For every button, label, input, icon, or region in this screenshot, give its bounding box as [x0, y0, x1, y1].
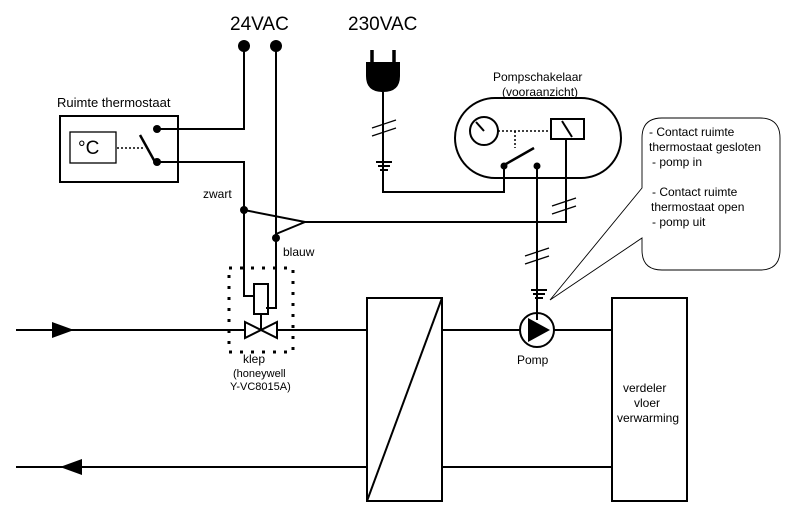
pump-switch-title: Pompschakelaar — [493, 70, 582, 84]
valve-brand: (honeywell — [233, 368, 286, 380]
wire-pump-break-mark-2 — [524, 255, 550, 265]
wire-triangle-connector — [243, 209, 309, 235]
valve-label: klep — [243, 352, 265, 366]
pump-switch-coil — [550, 118, 585, 140]
heat-exchanger-diagonal — [366, 297, 443, 502]
flow-arrow-return — [60, 459, 82, 475]
callout-bubble — [549, 117, 781, 301]
label-zwart: zwart — [203, 187, 232, 201]
valve-icon — [244, 320, 278, 340]
thermostat-display-unit: °C — [78, 138, 99, 159]
wire-24vac-a — [157, 46, 245, 130]
ground-symbol-230 — [376, 161, 392, 171]
wire-break-mark-1 — [551, 197, 577, 207]
distributor-line-3: verwarming — [617, 411, 679, 425]
thermostat-display — [69, 131, 117, 164]
valve-model: Y-VC8015A) — [230, 381, 291, 393]
floor-heating-distributor — [611, 297, 688, 502]
wire-break-mark-2 — [551, 205, 577, 215]
label-230vac: 230VAC — [348, 14, 417, 35]
thermostat-title: Ruimte thermostaat — [57, 95, 171, 110]
plug-pins — [370, 50, 396, 62]
wire-to-pump-switch-coil — [305, 180, 567, 223]
pump-switch-contact-in — [500, 162, 508, 170]
distributor-line-1: verdeler — [623, 381, 666, 395]
pump-switch-actuator-link — [498, 130, 551, 148]
pump-arrow-icon — [528, 318, 550, 342]
callout-line-3: - pomp in — [652, 155, 702, 169]
wire-blauw-to-valve — [266, 238, 277, 309]
callout-line-6: thermostaat open — [651, 200, 744, 214]
callout-line-5: - Contact ruimte — [652, 185, 738, 199]
wire-pump-break-mark-1 — [524, 247, 550, 257]
ground-symbol-pump — [531, 289, 547, 299]
thermostat-contact-top — [153, 125, 161, 133]
pump-switch-contact-lever — [505, 146, 535, 166]
thermostat-box — [59, 115, 179, 183]
distributor-line-2: vloer — [634, 396, 660, 410]
wire-230-break-mark-2 — [371, 127, 397, 137]
callout-line-2: thermostaat gesloten — [649, 140, 761, 154]
valve-actuator — [253, 283, 269, 315]
plug-icon — [366, 62, 400, 92]
pump-switch-dial-hand — [475, 121, 485, 132]
pump-switch-coil-mark — [561, 120, 573, 138]
wire-zwart — [157, 161, 254, 297]
callout-line-7: - pomp uit — [652, 215, 706, 229]
pump-icon — [519, 312, 555, 348]
wire-230-break-mark-1 — [371, 119, 397, 129]
pump-switch-subtitle: (vooraanzicht) — [502, 85, 578, 99]
valve-dotted-outline — [227, 266, 295, 354]
callout-line-1: - Contact ruimte — [649, 125, 735, 139]
thermostat-contact-lever — [138, 134, 157, 163]
pump-label: Pomp — [517, 353, 549, 367]
label-24vac: 24VAC — [230, 14, 289, 35]
flow-arrow-supply — [52, 322, 74, 338]
heat-exchanger — [366, 297, 443, 502]
label-blauw: blauw — [283, 245, 315, 259]
